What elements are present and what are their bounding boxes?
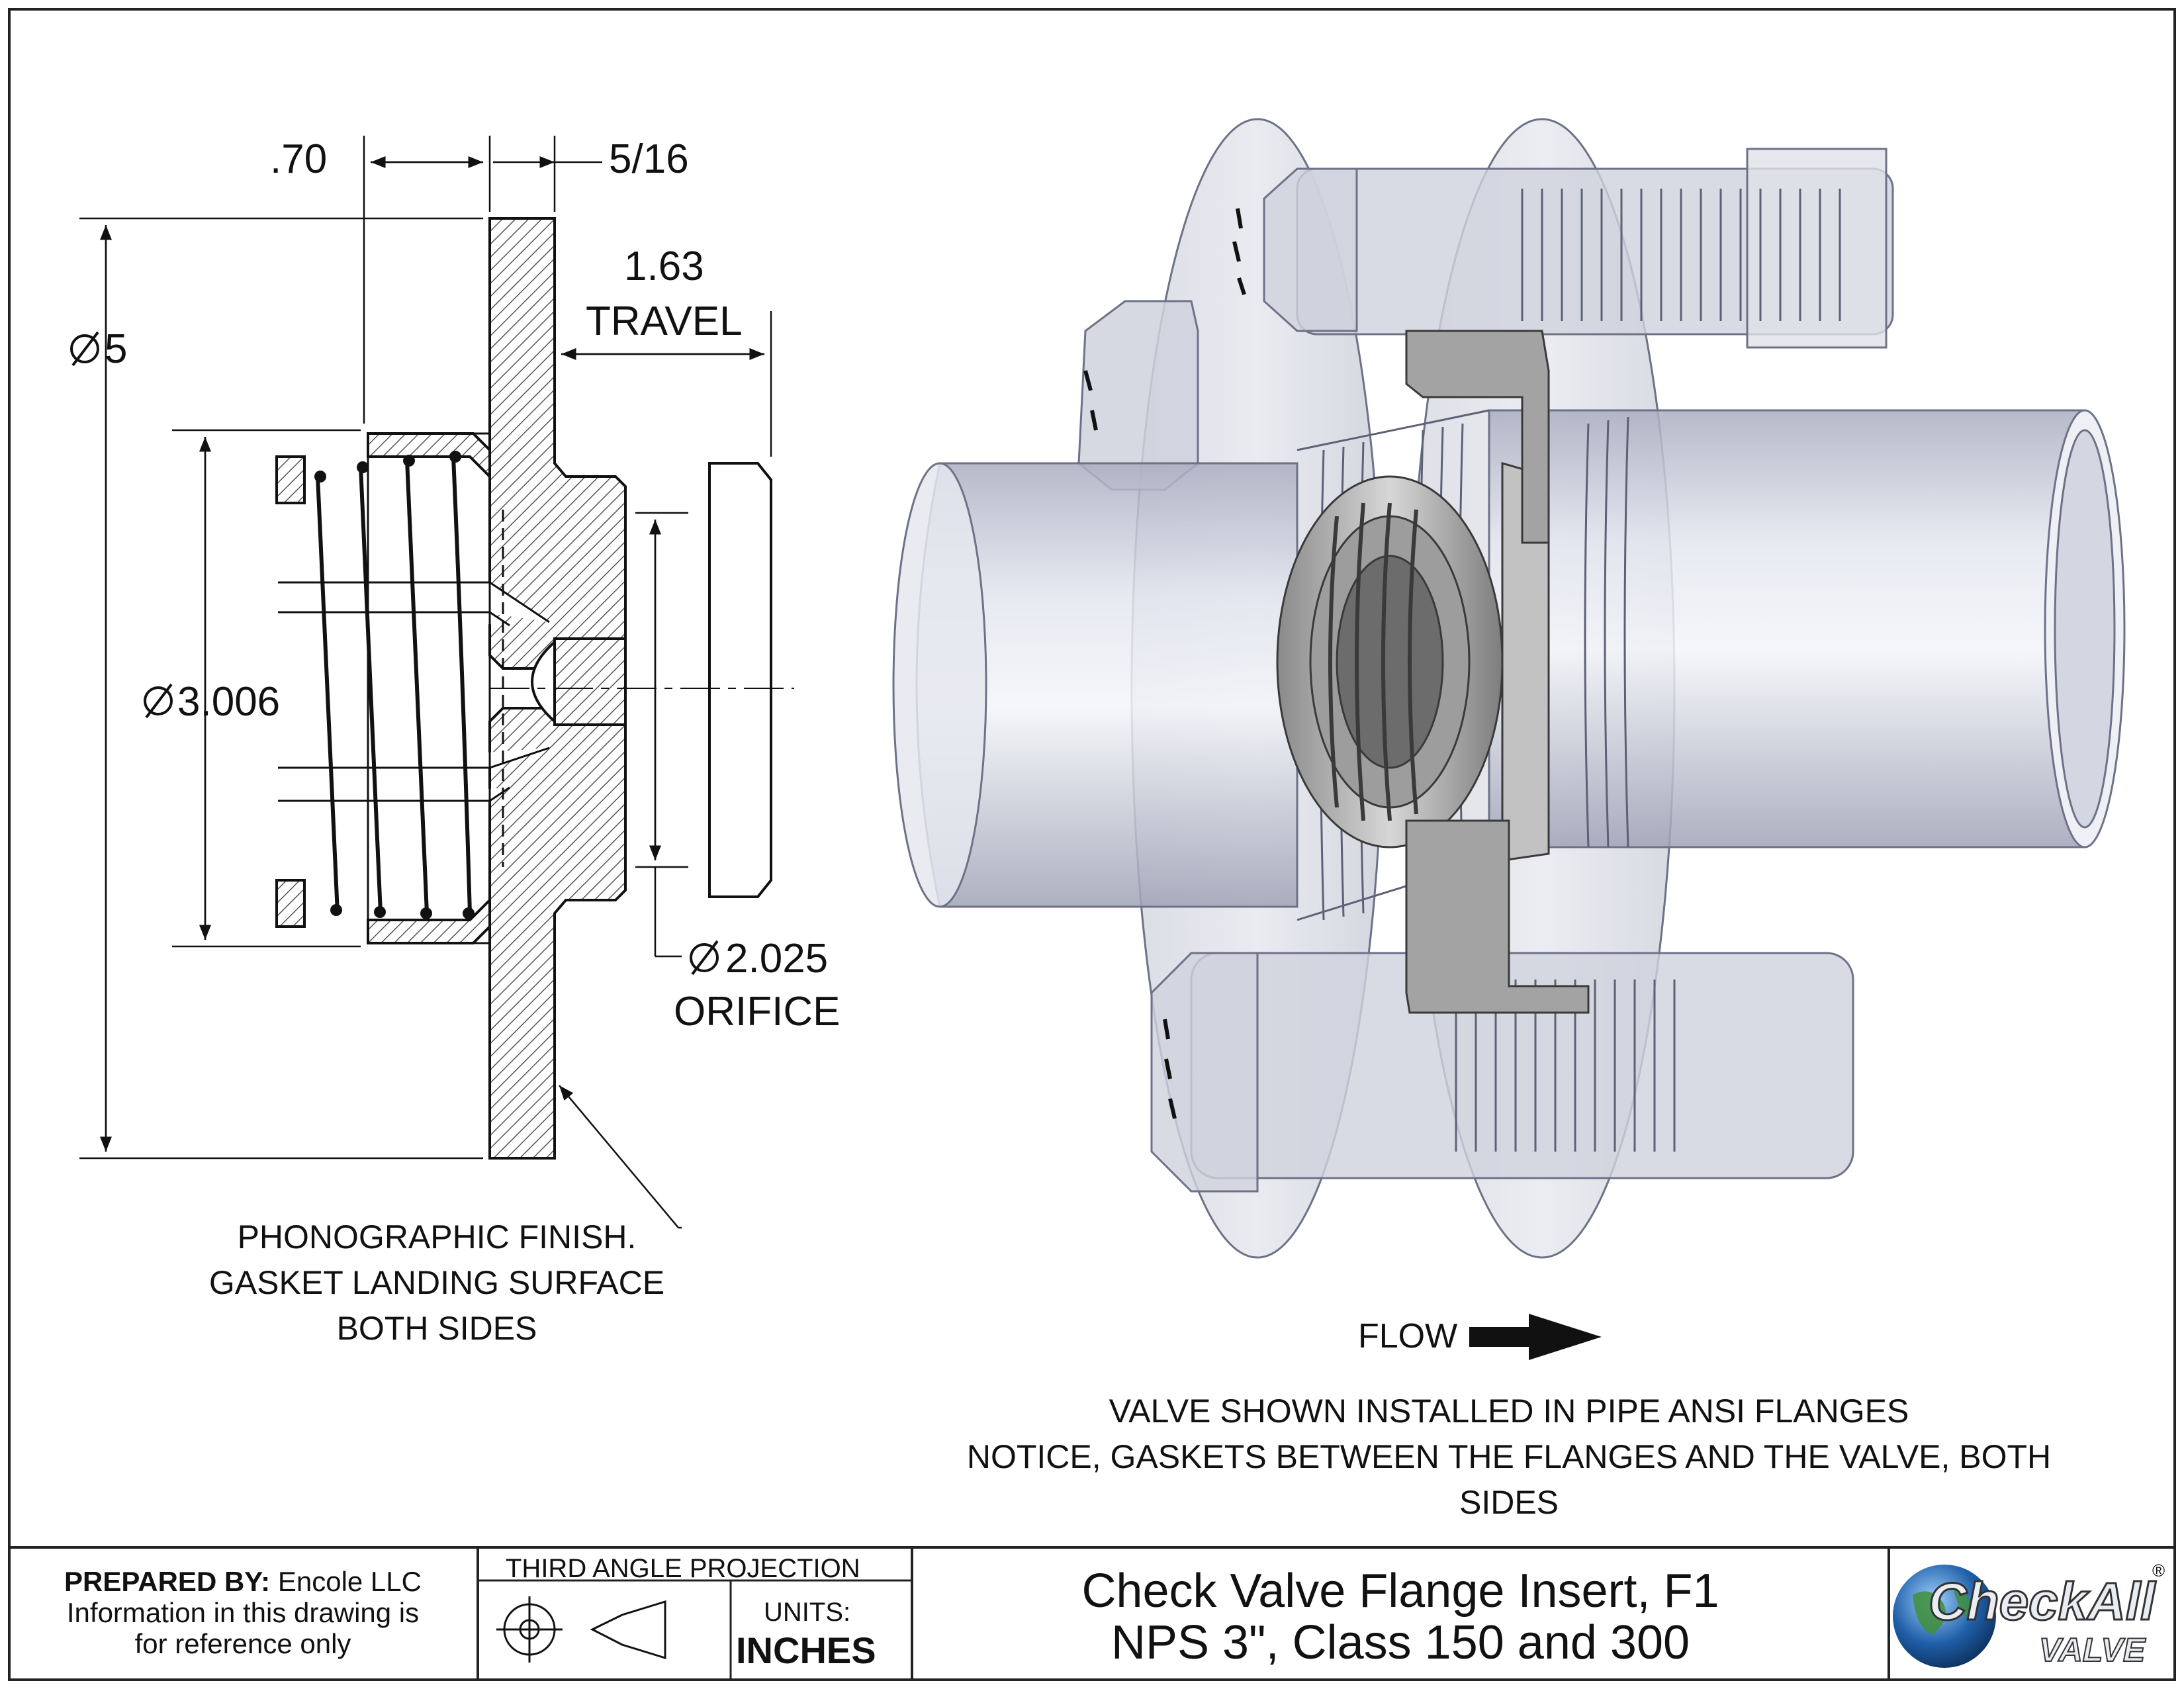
drawing-title-line2: NPS 3", Class 150 and 300 bbox=[1111, 1616, 1690, 1669]
install-note: VALVE SHOWN INSTALLED IN PIPE ANSI FLANG… bbox=[913, 1389, 2105, 1526]
retainer-ring-upper bbox=[275, 455, 306, 504]
bolt-left-head bbox=[1077, 300, 1199, 491]
prepared-by-value: Encole LLC bbox=[277, 1566, 422, 1597]
finish-note: PHONOGRAPHIC FINISH. GASKET LANDING SURF… bbox=[199, 1214, 675, 1351]
title-cell: Check Valve Flange Insert, F1 NPS 3", Cl… bbox=[913, 1547, 1890, 1680]
dim-travel-value: 1.63 bbox=[624, 244, 704, 289]
checkall-logo bbox=[1893, 1565, 1996, 1668]
section-view bbox=[275, 217, 794, 1160]
poppet-dome bbox=[531, 639, 556, 725]
install-note-line1: VALVE SHOWN INSTALLED IN PIPE ANSI FLANG… bbox=[1109, 1393, 1909, 1430]
info-line1: Information in this drawing is bbox=[66, 1597, 420, 1629]
logo-registered-mark: ® bbox=[2152, 1561, 2165, 1580]
poppet-section bbox=[553, 637, 627, 726]
projection-label: THIRD ANGLE PROJECTION bbox=[506, 1554, 860, 1583]
third-angle-projection-symbol bbox=[496, 1596, 666, 1663]
assembly-view bbox=[892, 118, 2126, 1259]
dim-diameter-3006: 3.006 bbox=[177, 679, 281, 725]
logo-cell: CheckAll ® VALVE bbox=[1890, 1547, 2175, 1680]
disc-outline bbox=[708, 462, 772, 898]
flange-section-upper bbox=[367, 217, 627, 670]
bolt-head-marks bbox=[1083, 208, 1246, 1119]
flange-tab-upper bbox=[1405, 330, 1550, 544]
dimension-lines bbox=[79, 136, 772, 1229]
bolt-bottom bbox=[1150, 952, 1854, 1193]
flange-section-lower bbox=[367, 707, 627, 1160]
install-note-line2: NOTICE, GASKETS BETWEEN THE FLANGES AND … bbox=[966, 1438, 2052, 1521]
drawing-title-line1: Check Valve Flange Insert, F1 bbox=[1081, 1565, 1719, 1618]
finish-note-line3: BOTH SIDES bbox=[336, 1310, 537, 1347]
logo-wordmark: CheckAll bbox=[1927, 1572, 2156, 1631]
flow-label: FLOW bbox=[1358, 1317, 1458, 1355]
prepared-by-cell: PREPARED BY: Encole LLC Information in t… bbox=[9, 1547, 479, 1680]
units-label: UNITS: bbox=[764, 1598, 851, 1627]
dim-070: .70 bbox=[270, 136, 328, 182]
finish-note-line1: PHONOGRAPHIC FINISH. bbox=[237, 1218, 637, 1256]
finish-note-line2: GASKET LANDING SURFACE bbox=[208, 1264, 665, 1301]
pipe-right bbox=[1488, 409, 2086, 848]
dim-diameter-5: 5 bbox=[105, 326, 128, 372]
prepared-by-label: PREPARED BY: bbox=[64, 1566, 271, 1597]
projection-cell: THIRD ANGLE PROJECTION UNITS: INCHES bbox=[479, 1547, 913, 1680]
dim-diameter-2025: 2.025 bbox=[725, 936, 829, 982]
units-value: INCHES bbox=[736, 1629, 876, 1671]
valve-insert bbox=[1276, 330, 1590, 1014]
spring-wire-dots bbox=[314, 451, 475, 919]
dim-orifice-label: ORIFICE bbox=[674, 989, 841, 1034]
retainer-ring-lower bbox=[275, 879, 306, 928]
flange-tab-lower bbox=[1405, 819, 1590, 1014]
diameter-symbols bbox=[70, 331, 719, 976]
info-line2: for reference only bbox=[134, 1628, 351, 1660]
dim-5-16: 5/16 bbox=[609, 136, 689, 182]
dim-travel-label: TRAVEL bbox=[586, 298, 743, 344]
flow-arrow bbox=[1469, 1314, 1602, 1360]
sheet-border bbox=[8, 8, 2176, 1681]
bolt-top bbox=[1263, 148, 1894, 349]
spring-section bbox=[316, 456, 472, 914]
logo-subtext: VALVE bbox=[2038, 1631, 2146, 1668]
bolt-top-threads bbox=[1521, 189, 1841, 321]
